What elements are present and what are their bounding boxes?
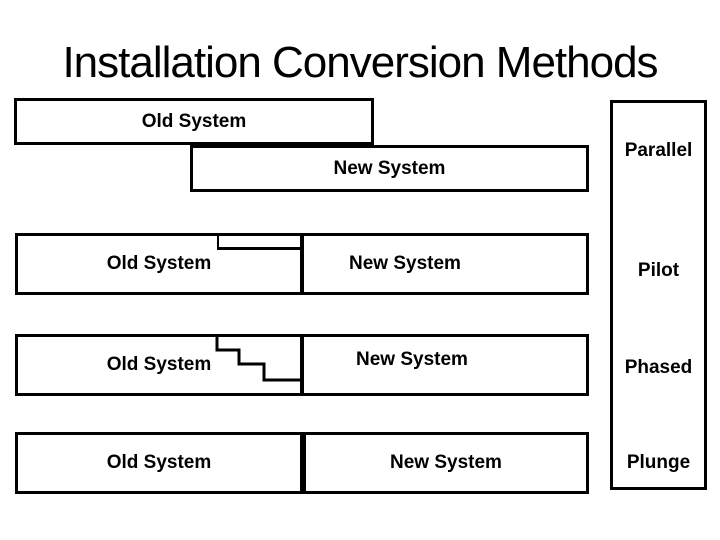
method-label-pilot: Pilot [637, 260, 680, 281]
phased-old-system-box: Old System [15, 334, 300, 396]
method-label-plunge: Plunge [626, 452, 691, 473]
pilot-old-system-label: Old System [106, 253, 212, 274]
pilot-old-system-box: Old System [15, 233, 300, 295]
phased-staircase-shape [215, 336, 303, 382]
plunge-new-system-label: New System [390, 452, 502, 473]
slide-title: Installation Conversion Methods [62, 38, 658, 87]
method-label-parallel: Parallel [624, 140, 693, 161]
parallel-new-system-box: New System [190, 145, 589, 192]
pilot-new-system-label: New System [349, 253, 461, 274]
pilot-new-system-box: New System [300, 233, 589, 295]
plunge-new-system-box: New System [300, 432, 589, 494]
method-label-phased: Phased [624, 357, 693, 378]
phased-new-system-box: New System [300, 334, 589, 396]
phased-old-system-label: Old System [106, 354, 212, 375]
parallel-new-system-label: New System [333, 157, 446, 179]
parallel-old-system-label: Old System [141, 110, 247, 132]
phased-new-system-label: New System [356, 349, 468, 370]
methods-legend-box: Parallel Pilot Phased Plunge [610, 100, 707, 490]
plunge-old-system-box: Old System [15, 432, 300, 494]
pilot-notch-shape [217, 236, 300, 250]
parallel-old-system-box: Old System [14, 98, 374, 145]
plunge-old-system-label: Old System [106, 452, 212, 473]
